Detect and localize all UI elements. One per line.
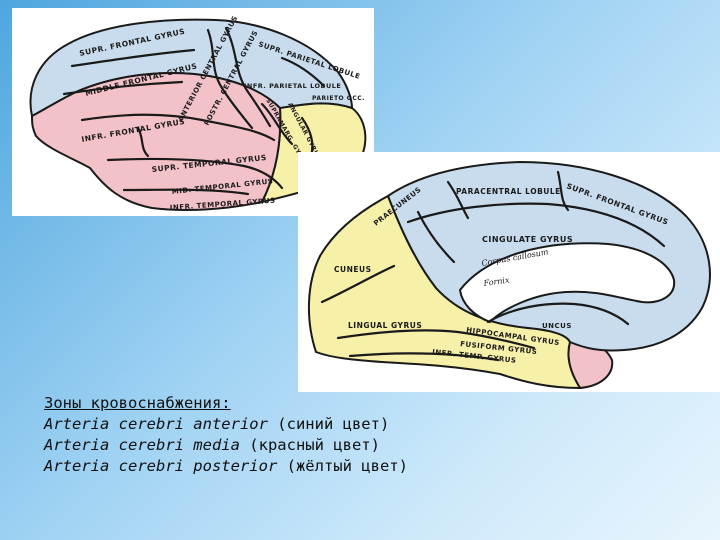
label-parieto-occ: PARIETO OCC. — [312, 95, 365, 102]
medial-label-fornix: Fornix — [482, 275, 510, 288]
caption-note-media: (красный цвет) — [239, 436, 380, 454]
lateral-brain-diagram: SUPR. FRONTAL GYRUS MIDDLE FRONTAL GYRUS… — [29, 14, 367, 212]
medial-brain-diagram: PARACENTRAL LOBULE SUPR. FRONTAL GYRUS P… — [307, 160, 711, 390]
caption-note-anterior: (синий цвет) — [267, 415, 390, 433]
caption-line-anterior: Arteria cerebri anterior (синий цвет) — [44, 414, 408, 435]
medial-brain-panel: PARACENTRAL LOBULE SUPR. FRONTAL GYRUS P… — [298, 152, 720, 392]
caption-latin-anterior: Arteria cerebri anterior — [44, 415, 268, 433]
caption-latin-posterior: Arteria cerebri posterior — [44, 457, 278, 475]
medial-label-cuneus: CUNEUS — [334, 265, 372, 274]
caption-heading: Зоны кровоснабжения: — [44, 394, 231, 412]
medial-label-paracentral: PARACENTRAL LOBULE — [456, 187, 561, 196]
medial-label-uncus: UNCUS — [542, 322, 572, 330]
caption-latin-media: Arteria cerebri media — [44, 436, 240, 454]
medial-label-cingulate: CINGULATE GYRUS — [482, 235, 573, 244]
medial-sulci — [320, 170, 666, 362]
media-zone-lateral — [30, 71, 282, 211]
lateral-sulci — [62, 26, 326, 196]
medial-label-lingual: LINGUAL GYRUS — [348, 321, 422, 330]
caption: Зоны кровоснабжения: Arteria cerebri ant… — [44, 393, 408, 477]
caption-note-posterior: (жёлтый цвет) — [277, 457, 408, 475]
label-infr-parietal: INFR. PARIETAL LOBULE — [244, 82, 341, 90]
medial-label-paracentral-1: PARACENTRAL LOBULE — [456, 187, 561, 196]
caption-line-media: Arteria cerebri media (красный цвет) — [44, 435, 408, 456]
caption-line-posterior: Arteria cerebri posterior (жёлтый цвет) — [44, 456, 408, 477]
lateral-brain-panel: SUPR. FRONTAL GYRUS MIDDLE FRONTAL GYRUS… — [12, 8, 374, 216]
